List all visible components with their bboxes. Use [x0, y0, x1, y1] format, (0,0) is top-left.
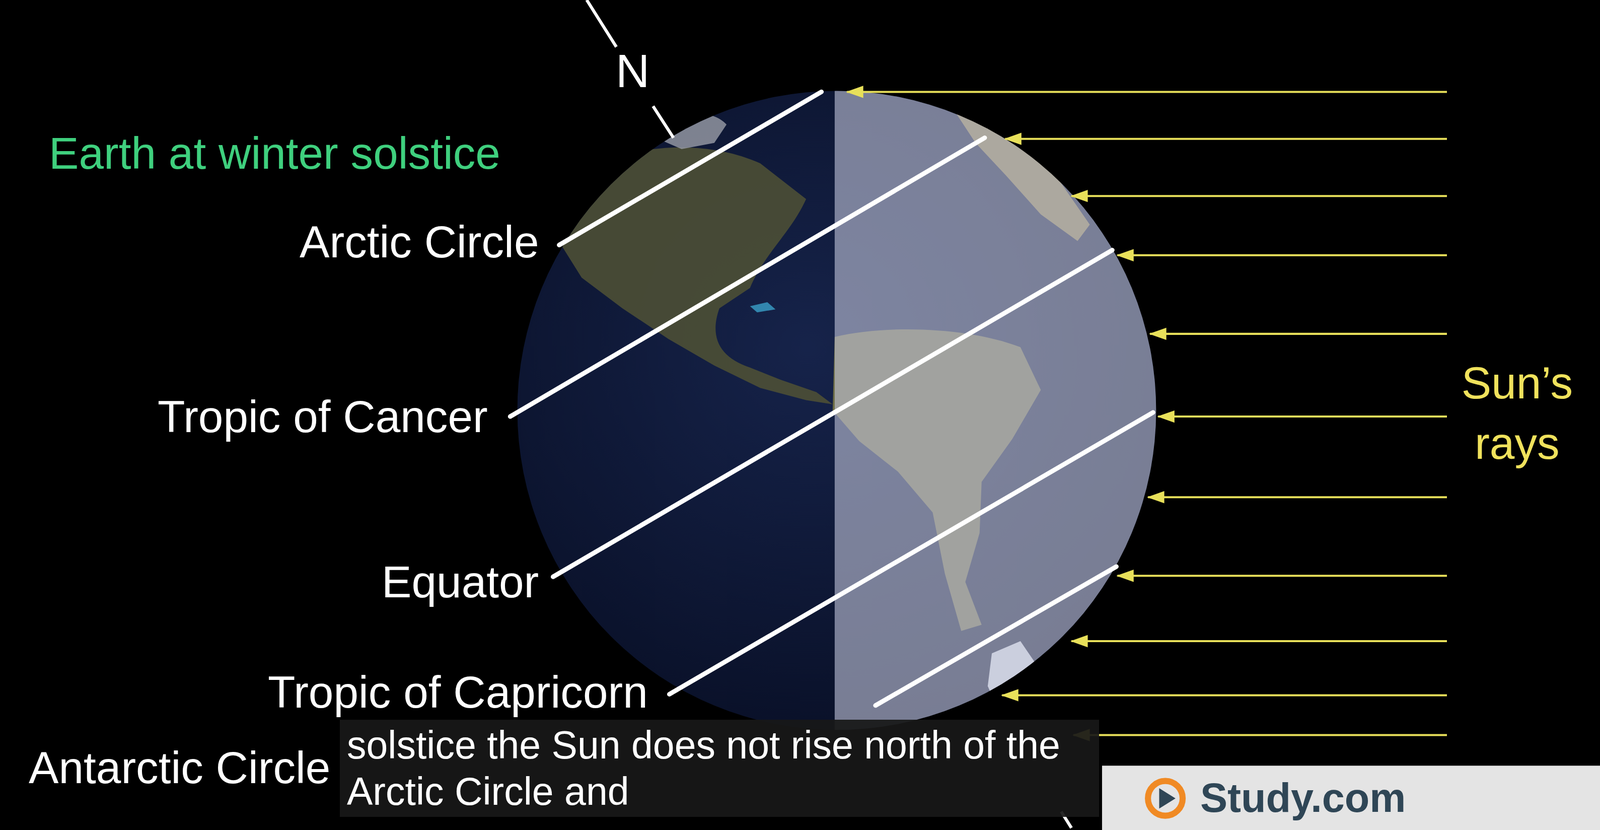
latitude-label: Tropic of Capricorn — [267, 666, 648, 718]
latitude-label: Equator — [381, 555, 539, 608]
day-side — [834, 81, 1182, 746]
globe — [499, 81, 1184, 746]
ray — [1073, 733, 1447, 736]
pole-label: N — [615, 44, 650, 99]
ray — [846, 90, 1447, 93]
watermark: Study.com — [1200, 774, 1406, 822]
ray — [1071, 639, 1447, 642]
subtitle-caption: solstice the Sun does not rise north of … — [339, 719, 1100, 817]
logo-ring — [1147, 780, 1183, 816]
diagram-title: Earth at winter solstice — [48, 127, 501, 180]
axis-line — [652, 106, 674, 138]
watermark-panel — [1102, 765, 1600, 830]
equator-line — [553, 250, 1113, 577]
sun-rays — [846, 91, 1447, 735]
logo-play — [1158, 787, 1176, 809]
ray — [1004, 137, 1447, 140]
cancer-line — [510, 137, 985, 417]
watermark-ground — [1102, 765, 1600, 830]
ray — [1149, 332, 1447, 335]
latitude-label: Arctic Circle — [299, 215, 540, 268]
ray — [1117, 254, 1447, 257]
caribbean — [750, 302, 776, 313]
antarctic-line — [875, 566, 1117, 706]
rays-label: Sun’s rays — [1456, 352, 1578, 474]
ray — [1117, 574, 1447, 577]
greenland — [652, 111, 727, 150]
latitude-label: Tropic of Cancer — [157, 390, 488, 443]
axis-line — [586, 0, 617, 47]
ray — [1071, 194, 1447, 197]
ray — [1157, 415, 1447, 418]
ray — [1147, 495, 1447, 498]
latitude-lines — [510, 91, 1153, 705]
axis — [586, 0, 1072, 828]
arctic-line — [559, 91, 822, 245]
latitude-label: Antarctic Circle — [28, 741, 331, 794]
capricorn-line — [669, 412, 1154, 694]
ray — [1001, 693, 1447, 696]
